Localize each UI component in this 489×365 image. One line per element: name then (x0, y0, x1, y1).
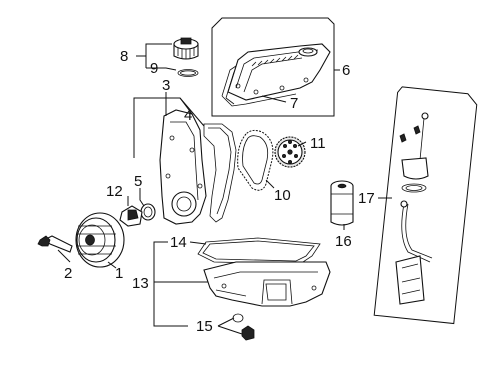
oil-pan-gasket (197, 237, 321, 265)
callout-8: 8 (120, 48, 128, 65)
callout-4: 4 (184, 107, 192, 124)
callout-3: 3 (162, 77, 170, 94)
callout-10: 10 (274, 187, 291, 204)
oil-fill-cap-seal (177, 69, 199, 77)
callout-6: 6 (342, 62, 350, 79)
oil-filter (330, 180, 354, 226)
callout-13: 13 (132, 275, 149, 292)
callout-11: 11 (310, 135, 326, 152)
valve-cover-gasket (221, 65, 297, 107)
crank-pulley (75, 212, 125, 268)
callout-labels: 1 2 3 4 5 6 7 8 9 10 11 12 13 14 15 16 1… (64, 48, 375, 335)
callout-12: 12 (106, 183, 123, 200)
callout-7: 7 (290, 95, 298, 112)
callout-5: 5 (134, 173, 142, 190)
pulley-bolt (37, 235, 73, 253)
callout-15: 15 (196, 318, 213, 335)
front-cover (159, 109, 207, 225)
timing-chain (237, 129, 274, 191)
callout-1: 1 (115, 265, 123, 282)
front-seal (140, 203, 156, 221)
callout-17: 17 (358, 190, 375, 207)
callout-9: 9 (150, 60, 158, 77)
valve-cover (227, 43, 331, 101)
oil-fill-cap (173, 37, 199, 60)
valve-cover-group (211, 17, 335, 117)
drain-plug (232, 313, 255, 341)
oil-pan (203, 261, 331, 307)
front-cover-gasket (203, 123, 237, 223)
leader-lines (57, 43, 392, 335)
callout-2: 2 (64, 265, 72, 282)
cam-sprocket (274, 136, 306, 168)
crank-sensor (119, 205, 143, 227)
callout-16: 16 (335, 233, 352, 250)
oil-pump-group (373, 86, 478, 325)
callout-14: 14 (170, 234, 187, 251)
